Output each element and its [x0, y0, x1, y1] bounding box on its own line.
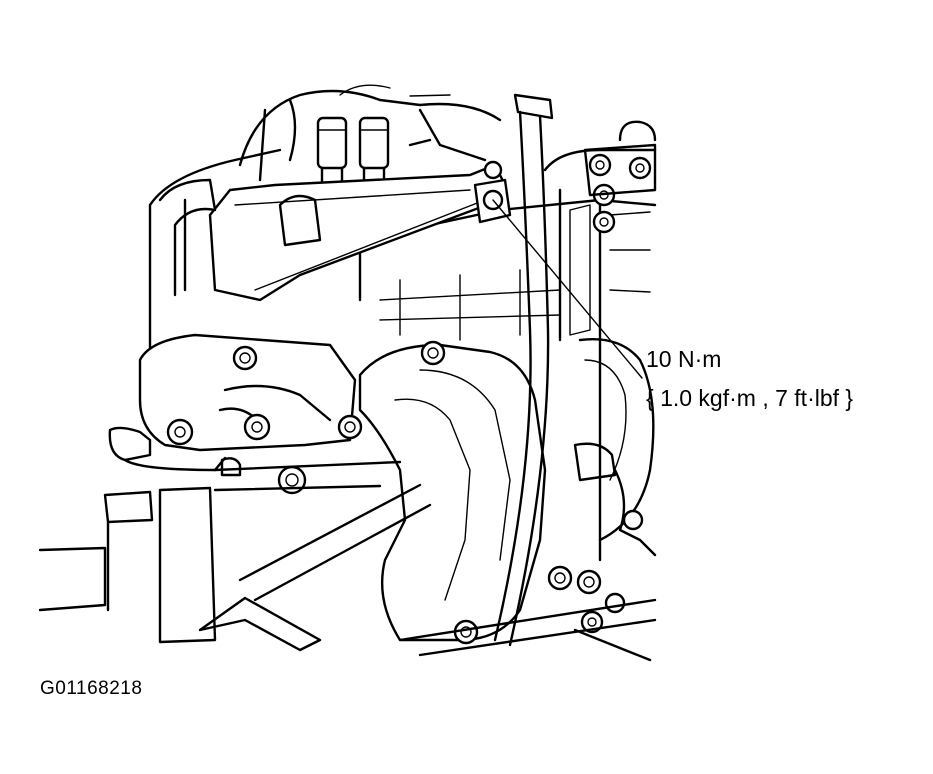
hoses	[108, 178, 322, 472]
right-bracket	[573, 120, 657, 557]
lower-frame	[38, 457, 657, 662]
figure-id-label: G01168218	[40, 678, 143, 699]
bolts	[166, 153, 652, 645]
callout-leader-line	[492, 199, 643, 379]
torque-value-nm: 10 N·m	[646, 346, 722, 372]
torque-value-imperial: { 1.0 kgf·m , 7 ft·lbf }	[646, 385, 854, 411]
dipstick-tube	[493, 93, 554, 647]
exhaust-manifold	[138, 333, 547, 642]
injector-fittings	[309, 108, 487, 207]
